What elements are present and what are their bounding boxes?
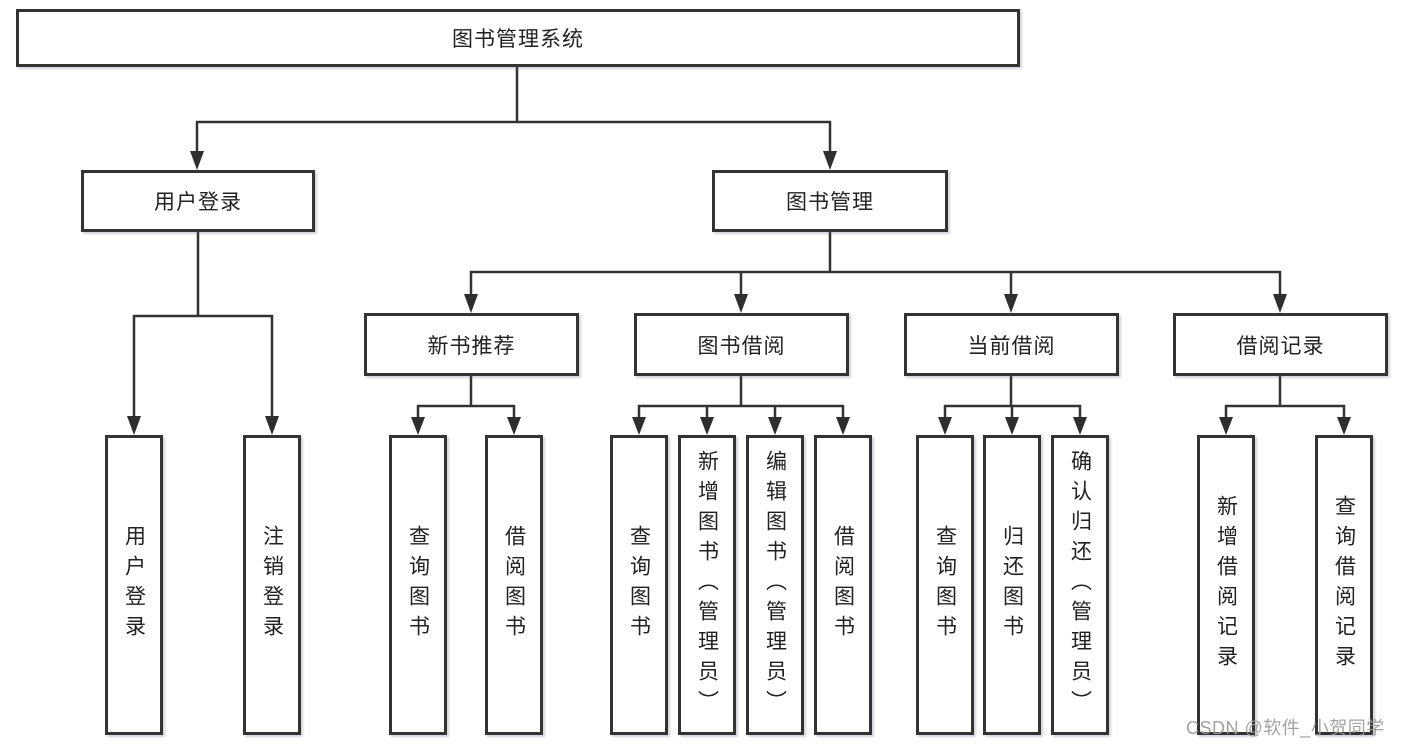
node-label: 查询图书 xyxy=(627,525,651,645)
leaf-user-login: 用户登录 xyxy=(105,435,163,735)
node-current-borrowing: 当前借阅 xyxy=(904,313,1119,376)
leaf-query-books-recommend: 查询图书 xyxy=(389,435,447,735)
leaf-query-borrow-record: 查询借阅记录 xyxy=(1315,435,1373,735)
node-new-book-recommendation: 新书推荐 xyxy=(364,313,579,376)
node-label: 查询图书 xyxy=(933,525,957,645)
node-user-login: 用户登录 xyxy=(81,170,315,232)
csdn-watermark: CSDN @软件_小贺同学 xyxy=(1186,718,1385,738)
node-label: 图书管理系统 xyxy=(452,28,584,51)
leaf-add-borrow-record: 新增借阅记录 xyxy=(1197,435,1255,735)
leaf-borrow-books: 借阅图书 xyxy=(814,435,872,735)
node-label: 借阅图书 xyxy=(831,525,855,645)
node-label: 新增图书（管理员） xyxy=(695,450,719,720)
leaf-add-books-admin: 新增图书（管理员） xyxy=(678,435,736,735)
node-label: 借阅记录 xyxy=(1236,334,1325,358)
node-label: 新增借阅记录 xyxy=(1214,495,1238,675)
node-label: 编辑图书（管理员） xyxy=(763,450,787,720)
node-label: 当前借阅 xyxy=(967,334,1056,358)
node-borrowing-records: 借阅记录 xyxy=(1173,313,1388,376)
leaf-return-books: 归还图书 xyxy=(983,435,1041,735)
node-label: 图书管理 xyxy=(786,191,874,214)
leaf-borrow-books-recommend: 借阅图书 xyxy=(485,435,543,735)
node-label: 图书借阅 xyxy=(697,334,786,358)
node-label: 确认归还（管理员） xyxy=(1068,450,1092,720)
node-label: 借阅图书 xyxy=(502,525,526,645)
node-library-management-system: 图书管理系统 xyxy=(16,9,1020,67)
node-label: 用户登录 xyxy=(122,525,146,645)
leaf-confirm-return-admin: 确认归还（管理员） xyxy=(1051,435,1109,735)
leaf-query-books-current: 查询图书 xyxy=(916,435,974,735)
node-label: 查询借阅记录 xyxy=(1332,495,1356,675)
node-label: 查询图书 xyxy=(406,525,430,645)
node-book-borrowing: 图书借阅 xyxy=(634,313,849,376)
node-book-management: 图书管理 xyxy=(712,170,948,232)
leaf-edit-books-admin: 编辑图书（管理员） xyxy=(746,435,804,735)
node-label: 新书推荐 xyxy=(427,334,516,358)
node-label: 用户登录 xyxy=(154,191,242,214)
leaf-query-books-borrow: 查询图书 xyxy=(610,435,668,735)
node-label: 归还图书 xyxy=(1000,525,1024,645)
node-label: 注销登录 xyxy=(260,525,284,645)
leaf-logout-login: 注销登录 xyxy=(243,435,301,735)
